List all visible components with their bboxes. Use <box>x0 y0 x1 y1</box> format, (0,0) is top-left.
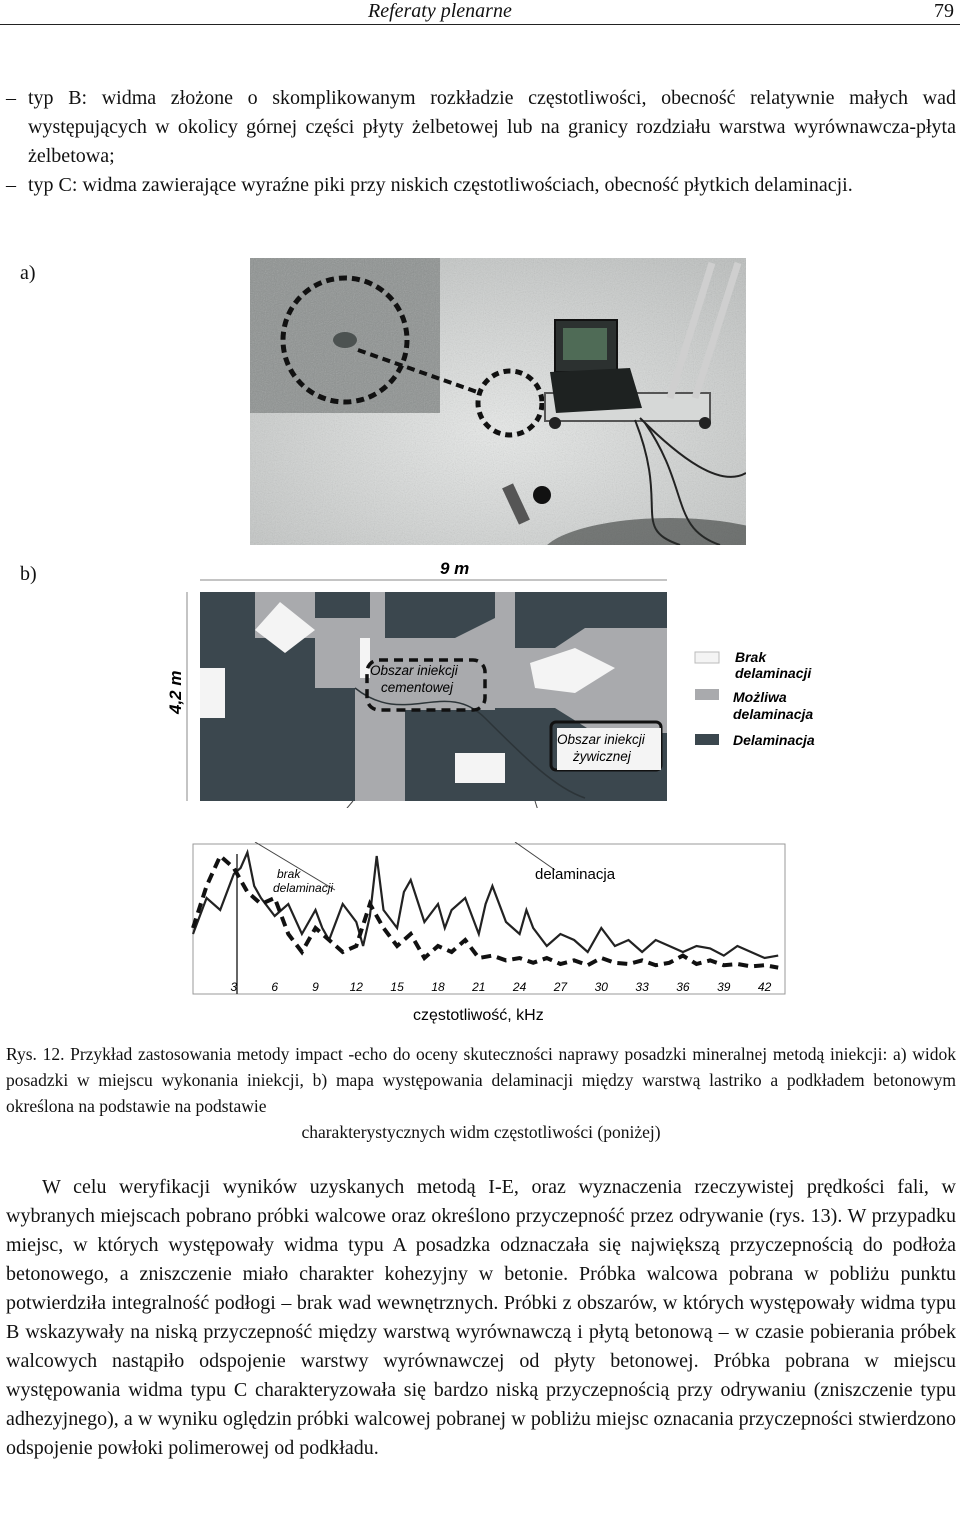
list-item: – typ C: widma zawierające wyraźne piki … <box>6 171 956 200</box>
legend-label-delaminated: Delaminacja <box>733 732 815 748</box>
list-item-text: typ C: widma zawierające wyraźne piki pr… <box>28 174 853 196</box>
caption-text: Rys. 12. Przykład zastosowania metody im… <box>6 1044 956 1116</box>
x-tick-label: 21 <box>471 980 485 994</box>
list-dash: – <box>6 87 16 109</box>
header-rule <box>0 24 960 25</box>
label-no-delamination: brak <box>277 867 301 881</box>
body-paragraph: W celu weryfikacji wyników uzyskanych me… <box>6 1176 956 1459</box>
delamination-map: 9 m 4,2 m Obszar iniekcji cementowej Obs… <box>166 559 815 808</box>
resin-zone-label: żywicznej <box>572 749 632 764</box>
list-item: – typ B: widma złożone o skomplikowanym … <box>6 84 956 171</box>
pointer-line-intact <box>346 800 354 808</box>
injection-hole <box>333 332 357 348</box>
x-tick-label: 3 <box>230 980 237 994</box>
floor-photo <box>250 258 746 545</box>
closeup-circle <box>280 275 410 405</box>
crack-line <box>354 687 586 799</box>
chart-frame <box>192 843 786 995</box>
label-delamination: delaminacja <box>535 866 616 883</box>
label-no-delamination: delaminacji <box>273 881 333 895</box>
x-axis-label: częstotliwość, kHz <box>413 1007 544 1024</box>
x-tick-label: 18 <box>431 980 445 994</box>
running-header: Referaty plenarne 79 <box>0 0 960 25</box>
legend-swatch-delaminated <box>695 734 719 745</box>
x-tick-label: 9 <box>312 980 319 994</box>
panel-label-a: a) <box>20 262 36 284</box>
pointer-line-intact-top <box>254 842 336 891</box>
cement-zone-label: cementowej <box>381 680 454 695</box>
list-dash: – <box>6 174 16 196</box>
impact-echo-probe <box>502 483 551 525</box>
laptop <box>550 319 642 413</box>
x-tick-label: 12 <box>350 980 364 994</box>
pointer-line-delaminated-top <box>514 842 556 871</box>
x-tick-label: 15 <box>390 980 404 994</box>
legend-label-intact: Brak <box>735 649 767 665</box>
legend-label-possible: delaminacja <box>733 706 813 722</box>
series-delamination <box>191 852 779 970</box>
panel-label-b: b) <box>20 563 37 585</box>
cement-zone-outline <box>365 658 487 712</box>
series-no-delamination <box>191 848 779 960</box>
pointer-line-delaminated <box>534 800 538 808</box>
x-tick-label: 39 <box>717 980 731 994</box>
x-tick-label: 27 <box>553 980 569 994</box>
page-number: 79 <box>934 0 954 22</box>
legend-label-possible: Możliwa <box>733 689 787 705</box>
cement-zone-label: Obszar iniekcji <box>370 663 459 678</box>
x-tick-label: 30 <box>595 980 609 994</box>
caption-last-line: charakterystycznych widm częstotliwości … <box>301 1122 661 1142</box>
x-tick-label: 6 <box>271 980 278 994</box>
list-item-text: typ B: widma złożone o skomplikowanym ro… <box>28 87 956 167</box>
x-tick-label: 33 <box>635 980 649 994</box>
type-list: – typ B: widma złożone o skomplikowanym … <box>6 84 956 200</box>
x-tick-label: 36 <box>676 980 690 994</box>
map-legend: Brak delaminacji Możliwa delaminacja Del… <box>694 649 815 748</box>
map-width-label: 9 m <box>440 559 469 578</box>
running-title: Referaty plenarne <box>368 0 512 22</box>
location-circle <box>475 368 545 438</box>
map-height-label: 4,2 m <box>166 671 185 715</box>
x-tick-label: 42 <box>758 980 772 994</box>
resin-zone-label: Obszar iniekcji <box>557 732 646 747</box>
legend-swatch-intact <box>694 651 720 664</box>
figure-caption: Rys. 12. Przykład zastosowania metody im… <box>6 1041 956 1145</box>
photo-shadow <box>547 518 746 545</box>
x-tick-label: 24 <box>512 980 527 994</box>
legend-label-intact: delaminacji <box>735 665 812 681</box>
connector-line <box>357 348 481 395</box>
legend-swatch-possible <box>695 689 719 700</box>
